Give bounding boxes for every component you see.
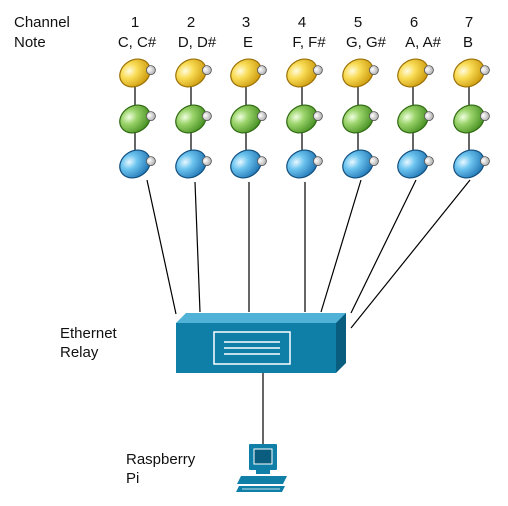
- wire-channel-5: [320, 179, 362, 313]
- bulb-blue-channel-7: [453, 149, 490, 179]
- relay-label-line1: Ethernet: [60, 325, 117, 342]
- bulb-green-channel-7: [453, 104, 490, 134]
- computer-icon: [236, 444, 287, 492]
- bulb-yellow-channel-1: [119, 58, 156, 88]
- bulb-green-channel-6: [397, 104, 434, 134]
- computer-label-line1: Raspberry: [126, 451, 196, 468]
- channel-number-6: 6: [409, 14, 419, 31]
- channel-note-5: G, G#: [345, 34, 387, 51]
- relay-label-line2: Relay: [60, 344, 99, 361]
- bulb-green-channel-4: [286, 104, 323, 134]
- wire-channel-7: [350, 179, 471, 329]
- channel-number-3: 3: [241, 14, 251, 31]
- computer-base: [237, 476, 287, 484]
- bulb-green-channel-1: [119, 104, 156, 134]
- bulb-green-channel-3: [230, 104, 267, 134]
- wire-channel-6: [350, 179, 417, 314]
- channel-note-3: E: [242, 34, 254, 51]
- relay-front-panel: [213, 331, 291, 365]
- bulb-grid: [119, 58, 490, 179]
- computer-stand: [256, 470, 270, 474]
- channel-number-1: 1: [130, 14, 140, 31]
- channel-note-1: C, C#: [117, 34, 157, 51]
- channel-number-4: 4: [297, 14, 307, 31]
- bulb-blue-channel-5: [342, 149, 379, 179]
- channel-note-4: F, F#: [292, 34, 326, 51]
- bulb-blue-channel-1: [119, 149, 156, 179]
- computer-label-line2: Pi: [126, 470, 140, 487]
- channel-note-7: B: [462, 34, 474, 51]
- bulb-yellow-channel-7: [453, 58, 490, 88]
- channel-note-2: D, D#: [177, 34, 217, 51]
- bulb-yellow-channel-3: [230, 58, 267, 88]
- bulb-blue-channel-4: [286, 149, 323, 179]
- channel-number-7: 7: [464, 14, 474, 31]
- bulb-yellow-channel-6: [397, 58, 434, 88]
- bulb-green-channel-2: [175, 104, 212, 134]
- bulb-yellow-channel-5: [342, 58, 379, 88]
- note-header-label: Note: [14, 34, 46, 51]
- bulb-blue-channel-6: [397, 149, 434, 179]
- relay-side-face: [336, 313, 346, 373]
- wire-channel-2: [194, 181, 201, 313]
- channel-number-2: 2: [186, 14, 196, 31]
- channel-number-5: 5: [353, 14, 363, 31]
- wire-channel-1: [146, 179, 177, 315]
- relay-wires: [146, 179, 471, 329]
- channel-header-label: Channel: [14, 14, 70, 31]
- bulb-yellow-channel-4: [286, 58, 323, 88]
- bulb-green-channel-5: [342, 104, 379, 134]
- channel-note-6: A, A#: [405, 34, 441, 51]
- bulb-blue-channel-2: [175, 149, 212, 179]
- bulb-yellow-channel-2: [175, 58, 212, 88]
- relay-top-face: [176, 313, 346, 323]
- bulb-blue-channel-3: [230, 149, 267, 179]
- computer-screen: [253, 448, 273, 465]
- ethernet-relay-box: [176, 313, 346, 373]
